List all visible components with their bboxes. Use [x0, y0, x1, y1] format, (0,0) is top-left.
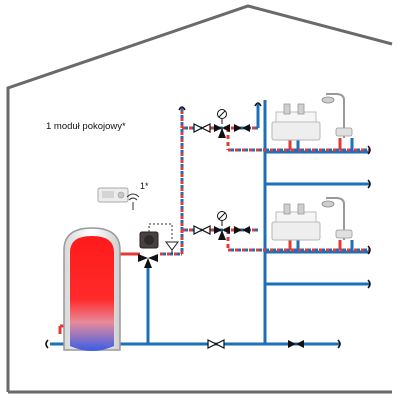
- sink-upper: [271, 103, 321, 141]
- room-module-caption: 1 moduł pokojowy*: [46, 121, 126, 132]
- house-outline: [6, 4, 393, 394]
- thermometer-icon: [165, 241, 179, 254]
- shower-upper: [321, 93, 353, 138]
- valve-group-upper: [193, 109, 250, 138]
- wireless-signal-icon: [126, 193, 140, 210]
- pipe-break-icon: [45, 102, 371, 349]
- control-signal-line: [148, 223, 173, 240]
- mixing-valve: [138, 231, 159, 268]
- room-module-label: 1*: [140, 181, 149, 191]
- valve-group-lower: [193, 211, 250, 240]
- check-valve: [207, 339, 304, 349]
- sink-lower: [271, 203, 321, 241]
- shower-lower: [321, 197, 353, 240]
- water-tank: [63, 227, 121, 351]
- room-module-device: [97, 187, 129, 203]
